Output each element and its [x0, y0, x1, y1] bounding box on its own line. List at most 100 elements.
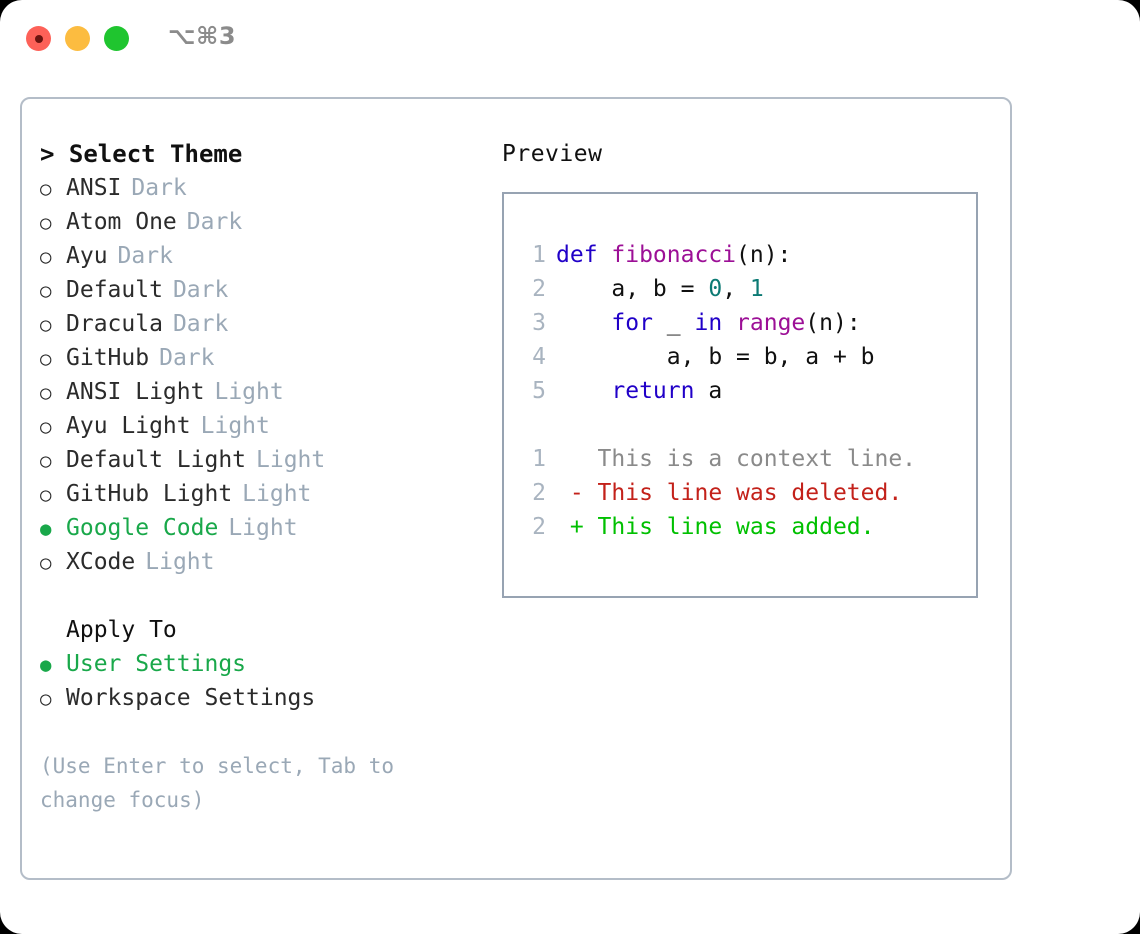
- theme-option-tag: Dark: [159, 345, 215, 371]
- apply-to-option-name: User Settings: [66, 651, 247, 677]
- keyboard-hint-text: (Use Enter to select, Tab to change focu…: [40, 754, 395, 812]
- theme-option-name: Ayu: [66, 243, 108, 269]
- apply-to-option-name: Workspace Settings: [66, 685, 316, 711]
- diff-line-number: 2: [532, 514, 546, 540]
- theme-option-tag: Light: [145, 549, 215, 575]
- theme-option-xcode[interactable]: ○ XCode Light: [40, 545, 490, 579]
- preview-heading: Preview: [502, 141, 603, 167]
- theme-option-default[interactable]: ○ Default Dark: [40, 273, 490, 307]
- code-line-number: 1: [532, 242, 546, 268]
- diff-line-add: 2 + This line was added.: [504, 510, 976, 544]
- radio-unselected-icon: ○: [40, 212, 52, 234]
- diff-line-ctx: 1 This is a context line.: [504, 442, 976, 476]
- code-line-text: a, b = 0, 1: [556, 272, 764, 306]
- code-token-pln: [556, 310, 611, 336]
- code-token-fn: fibonacci: [611, 242, 737, 268]
- code-line-text: for _ in range(n):: [556, 306, 861, 340]
- select-theme-heading: > Select Theme: [40, 140, 243, 168]
- code-token-pln: _: [652, 310, 695, 336]
- theme-option-google-code[interactable]: ● Google Code Light: [40, 511, 490, 545]
- code-line: 2 a, b = 0, 1: [504, 272, 976, 306]
- diff-line-del: 2 - This line was deleted.: [504, 476, 976, 510]
- theme-option-name: XCode: [66, 549, 136, 575]
- radio-unselected-icon: ○: [40, 450, 52, 472]
- diff-line-text: This is a context line.: [556, 446, 917, 472]
- diff-line-number: 2: [532, 480, 546, 506]
- theme-option-name: Default: [66, 277, 163, 303]
- apply-to-option-workspace-settings[interactable]: ○Workspace Settings: [40, 681, 490, 715]
- apply-to-section: Apply To ● User Settings ○Workspace Settin…: [40, 613, 490, 715]
- code-line-text: a, b = b, a + b: [556, 340, 875, 374]
- code-line: 3 for _ in range(n):: [504, 306, 976, 340]
- code-token-pln: [556, 378, 611, 404]
- code-token-pln: (n):: [736, 242, 792, 268]
- apply-to-option-list[interactable]: ● User Settings ○Workspace Settings: [40, 647, 490, 715]
- radio-unselected-icon: ○: [40, 314, 52, 336]
- theme-option-tag: Light: [242, 481, 312, 507]
- radio-unselected-icon: ○: [40, 382, 52, 404]
- radio-unselected-icon: ○: [40, 416, 52, 438]
- apply-to-heading: Apply To: [66, 617, 177, 643]
- theme-option-name: ANSI Light: [66, 379, 205, 405]
- radio-selected-icon: ●: [40, 518, 52, 540]
- theme-option-tag: Dark: [131, 175, 187, 201]
- radio-unselected-icon: ○: [40, 552, 52, 574]
- code-token-num: 0: [708, 276, 723, 302]
- theme-option-tag: Light: [200, 413, 270, 439]
- code-token-pln: a, b = b, a + b: [556, 344, 875, 370]
- theme-option-ansi-light[interactable]: ○ ANSI Light Light: [40, 375, 490, 409]
- code-token-pln: [722, 310, 736, 336]
- code-token-kw: return: [611, 378, 695, 404]
- code-line: 5 return a: [504, 374, 976, 408]
- diff-line-number: 1: [532, 446, 546, 472]
- theme-option-name: ANSI: [66, 175, 122, 201]
- code-token-kw: def: [556, 242, 612, 268]
- theme-option-name: Atom One: [66, 209, 177, 235]
- close-button[interactable]: [26, 26, 51, 51]
- window-titlebar: ⌥⌘3: [0, 0, 1140, 78]
- radio-unselected-icon: ○: [40, 280, 52, 302]
- code-line-text: def fibonacci(n):: [556, 238, 791, 272]
- radio-unselected-icon: ○: [40, 484, 52, 506]
- minimize-button[interactable]: [65, 26, 90, 51]
- code-token-pln: (n):: [805, 310, 861, 336]
- window-shortcut-label: ⌥⌘3: [168, 22, 237, 50]
- code-line-number: 5: [532, 378, 546, 404]
- code-diff-spacer: [504, 408, 976, 442]
- theme-option-tag: Light: [228, 515, 298, 541]
- traffic-light-group: [26, 26, 129, 51]
- code-line: 4 a, b = b, a + b: [504, 340, 976, 374]
- radio-unselected-icon: ○: [40, 348, 52, 370]
- code-line-number: 3: [532, 310, 546, 336]
- code-token-kw: in: [694, 310, 723, 336]
- theme-option-name: Google Code: [66, 515, 219, 541]
- diff-sample: 1 This is a context line.2 - This line w…: [504, 442, 976, 544]
- theme-option-tag: Dark: [186, 209, 243, 235]
- code-line-number: 2: [532, 276, 546, 302]
- code-token-pln: a, b =: [556, 276, 709, 302]
- maximize-button[interactable]: [104, 26, 129, 51]
- code-token-pln: ,: [722, 276, 750, 302]
- code-token-num: 1: [749, 276, 764, 302]
- theme-option-tag: Dark: [172, 311, 229, 337]
- theme-option-tag: Dark: [117, 243, 173, 269]
- radio-selected-icon: ●: [40, 654, 52, 676]
- theme-option-tag: Dark: [172, 277, 229, 303]
- diff-line-text: + This line was added.: [556, 514, 875, 540]
- theme-option-atom-one[interactable]: ○ Atom One Dark: [40, 205, 490, 239]
- apply-to-option-user-settings[interactable]: ● User Settings: [40, 647, 490, 681]
- theme-option-tag: Light: [214, 379, 284, 405]
